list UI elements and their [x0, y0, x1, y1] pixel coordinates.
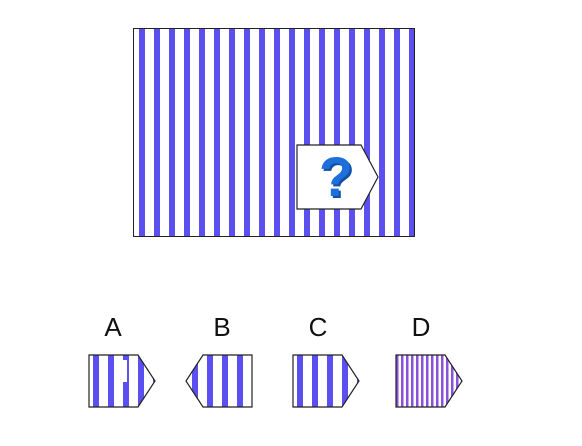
option-d-piece[interactable] [395, 354, 465, 408]
option-c-label: C [308, 312, 328, 342]
pattern-panel [133, 28, 415, 237]
option-d-label: D [411, 312, 431, 342]
option-a-piece[interactable] [88, 354, 158, 408]
option-b-piece[interactable] [185, 354, 255, 408]
question-mark-icon: ? [318, 145, 354, 208]
option-c-piece[interactable] [292, 354, 362, 408]
option-a-label: A [104, 312, 122, 342]
option-b-label: B [213, 312, 231, 342]
missing-piece-slot [296, 144, 379, 210]
